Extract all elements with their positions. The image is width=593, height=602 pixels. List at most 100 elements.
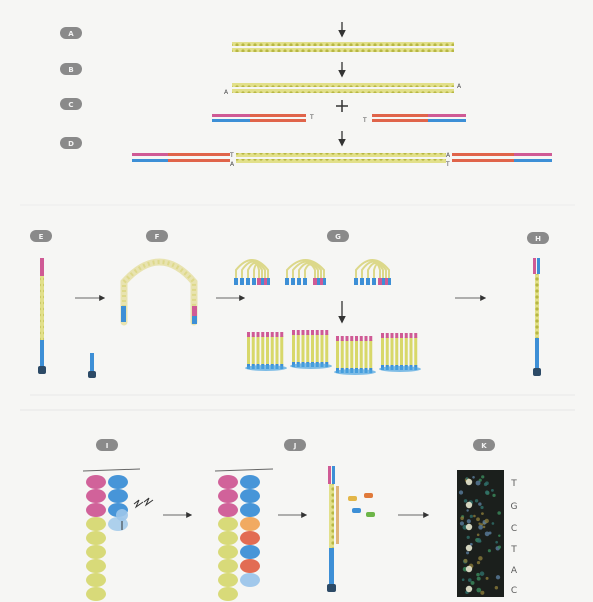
- cluster-spot: [476, 573, 480, 577]
- nucleotide-bead: [218, 489, 238, 503]
- base-call-letter: C: [511, 524, 517, 534]
- laser-icon: [134, 500, 143, 507]
- dna-strand-bottom: [232, 89, 454, 93]
- cluster-spot: [477, 561, 480, 564]
- panel-b: B A A: [60, 62, 462, 96]
- nucleotide-bead: [218, 517, 238, 531]
- panel-d: D T A A T: [60, 131, 552, 168]
- cluster-spot: [489, 532, 492, 535]
- base-call-letter: A: [511, 566, 518, 576]
- plus-icon: [336, 100, 348, 112]
- nucleotide-bead: [218, 545, 238, 559]
- nucleotide-bead: [108, 489, 128, 503]
- cluster-spot: [462, 578, 465, 581]
- cluster-spot: [497, 511, 501, 515]
- sequencing-primer-stack: [86, 475, 128, 601]
- nucleotide-bead: [86, 559, 106, 573]
- nucleotide-bead: [86, 503, 106, 517]
- cluster-spot: [464, 499, 468, 503]
- cluster-spot: [498, 534, 500, 536]
- bound-template-strand: [38, 258, 46, 374]
- panel-label-e: E: [39, 233, 44, 241]
- cluster-spot: [498, 545, 501, 548]
- panel-h: H: [527, 232, 549, 376]
- dna-cluster: [245, 332, 287, 371]
- nucleotide-bead: [218, 503, 238, 517]
- dna-cluster: [334, 336, 376, 375]
- base-call-letter: G: [511, 502, 518, 512]
- panel-label-k: K: [481, 442, 487, 450]
- cluster-spot: [460, 516, 464, 520]
- cluster-spot: [477, 577, 481, 581]
- nucleotide-bead: [218, 531, 238, 545]
- sequenced-strand: [327, 466, 339, 592]
- panel-badge-d: D: [60, 137, 82, 149]
- cluster-spot: [477, 533, 480, 536]
- extended-primer-stack: [218, 475, 260, 601]
- cluster-spot: [476, 588, 481, 593]
- base-call-letter: T: [510, 545, 517, 555]
- nucleotide-bead: [218, 475, 238, 489]
- cluster-spot: [486, 577, 489, 580]
- bridge-group: [234, 260, 270, 285]
- panel-k: K T G C T A C: [457, 439, 518, 597]
- base-call-letter: T: [510, 479, 517, 489]
- panel-badge-f: F: [146, 230, 168, 242]
- nucleotide-bead: [86, 475, 106, 489]
- panel-a: A: [60, 22, 454, 52]
- highlighted-cluster-spot: [466, 502, 472, 508]
- nucleotide-bead: [86, 573, 106, 587]
- linearized-strand: [533, 258, 541, 376]
- t-overhang-left: T: [309, 114, 314, 121]
- cluster-spot: [481, 512, 484, 515]
- a-overhang-left: A: [224, 89, 229, 96]
- junction-mark: T: [229, 152, 234, 159]
- junction-mark: A: [446, 152, 451, 159]
- incoming-nucleotide: [116, 498, 153, 530]
- panel-badge-e: E: [30, 230, 52, 242]
- laser-icon: [144, 498, 153, 505]
- panel-badge-j: J: [284, 439, 306, 451]
- cluster-spot: [483, 526, 486, 529]
- panel-i-extended: [215, 469, 306, 601]
- cluster-spot: [476, 538, 481, 543]
- cluster-spot: [481, 475, 484, 478]
- nucleotide-bead: [240, 489, 260, 503]
- cluster-spot: [467, 536, 470, 539]
- panel-i: I: [83, 439, 191, 601]
- panel-badge-b: B: [60, 63, 82, 75]
- cluster-spot: [496, 575, 500, 579]
- adapter-right: T: [362, 114, 466, 124]
- panel-badge-h: H: [527, 232, 549, 244]
- nucleotide-bead: [218, 559, 238, 573]
- cluster-spot: [468, 578, 472, 582]
- cluster-spot: [488, 549, 491, 552]
- cluster-spot: [466, 551, 469, 554]
- adapter-ligated-fragment: T A A T: [132, 152, 552, 168]
- cluster-spot: [485, 490, 489, 494]
- cluster-spot: [478, 502, 481, 505]
- bridge-group: [285, 260, 326, 285]
- cluster-spot: [472, 476, 475, 479]
- bridge-amplification-set: [234, 260, 391, 285]
- nucleotide-bead: [240, 531, 260, 545]
- adapter-left: T: [212, 114, 314, 122]
- cluster-spot: [464, 559, 468, 563]
- cluster-spot: [478, 556, 482, 560]
- nucleotide-bead: [240, 545, 260, 559]
- panel-label-d: D: [68, 140, 74, 148]
- nucleotide-bead: [240, 517, 260, 531]
- nucleotide-bead: [86, 545, 106, 559]
- surface-primer: [88, 353, 96, 378]
- highlighted-cluster-spot: [466, 545, 472, 551]
- cluster-spot: [492, 522, 495, 525]
- panel-label-a: A: [68, 30, 74, 38]
- panel-label-g: G: [335, 233, 341, 241]
- free-nucleotides: [348, 493, 375, 517]
- panel-badge-c: C: [60, 98, 82, 110]
- cluster-spot: [459, 490, 463, 494]
- bridge-strand: [121, 262, 197, 324]
- cluster-spot: [485, 519, 489, 523]
- dna-cluster-set: [245, 330, 421, 375]
